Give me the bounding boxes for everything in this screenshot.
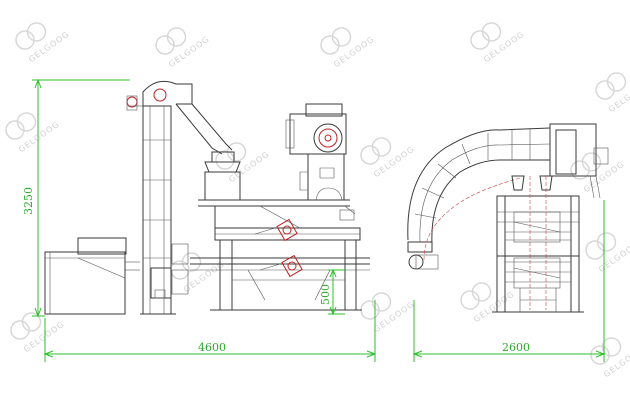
dimension-height: 3250	[22, 78, 130, 318]
separator-body-side	[492, 175, 584, 313]
watermark-text: GELGOOG	[22, 320, 66, 355]
watermark-text: GELGOOG	[472, 290, 516, 325]
watermark-text: GELGOOG	[17, 120, 61, 155]
fan-cyclone	[285, 103, 356, 221]
dimension-support: 500	[319, 268, 345, 316]
watermark-text: GELGOOG	[27, 30, 71, 65]
fan-housing-side	[549, 123, 609, 199]
watermark-text: GELGOOG	[167, 35, 211, 70]
side-view	[407, 123, 609, 313]
watermark-text: GELGOOG	[482, 30, 526, 65]
separator-frame	[190, 199, 370, 311]
watermark-text: GELGOOG	[372, 300, 416, 335]
dimension-support-label: 500	[319, 284, 332, 305]
watermark-text: GELGOOG	[332, 35, 376, 70]
front-view	[44, 80, 370, 315]
watermark-text: GELGOOG	[372, 145, 416, 180]
dimension-side-width: 2600	[412, 200, 606, 362]
dimension-height-label: 3250	[22, 187, 35, 215]
dimension-side-width-label: 2600	[502, 341, 530, 354]
watermark-text: GELGOOG	[582, 160, 626, 195]
feed-hopper-box	[44, 237, 140, 315]
curved-duct	[407, 127, 551, 270]
watermark-group: GELGOOG GELGOOG GELGOOG GELGOOG GELGOOG …	[5, 22, 630, 379]
dimension-front-length-label: 4600	[198, 341, 226, 354]
dimensions: 3250 500 4600 2600	[22, 78, 606, 362]
dimension-front-length: 4600	[43, 300, 377, 362]
